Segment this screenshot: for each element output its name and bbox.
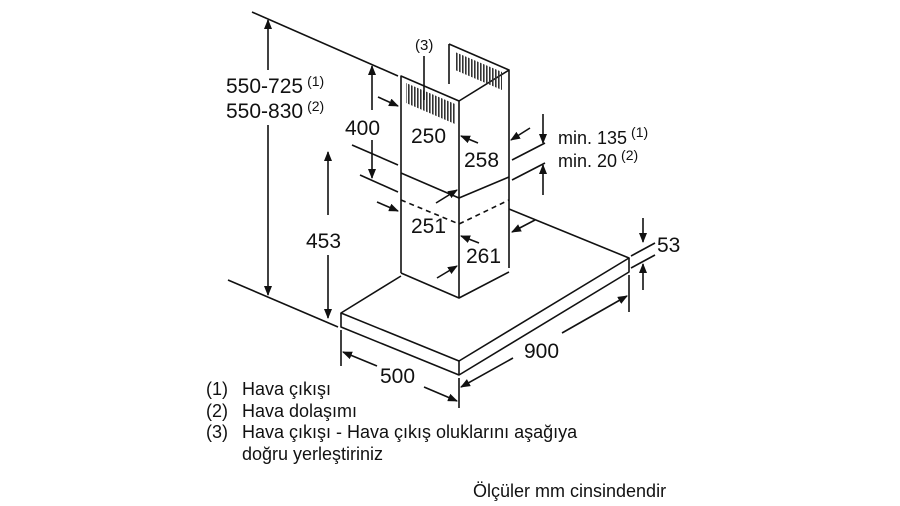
legend-item-3-cont: doğru yerleştiriniz — [242, 443, 384, 464]
canopy-width-label: 900 — [524, 340, 560, 363]
canopy — [340, 208, 630, 376]
lower-chimney-height-label: 453 — [306, 230, 342, 253]
lower-chimney-depth-label: 261 — [466, 245, 502, 268]
upper-chimney-height-label: 400 — [345, 117, 381, 140]
vent-callout-label: (3) — [415, 37, 434, 54]
units-note: Ölçüler mm cinsindendir — [473, 481, 667, 501]
min-gap-recirc-label: min. 20(2) — [558, 147, 639, 171]
canopy-thickness-label: 53 — [657, 234, 681, 257]
chimney-join-line — [400, 172, 510, 199]
legend-item-2: (2) Hava dolaşımı — [206, 400, 358, 421]
legend-item-1: (1) Hava çıkışı — [206, 379, 332, 399]
total-height-recirc-label: 550-830(2) — [226, 98, 325, 123]
lower-chimney-width-label: 251 — [411, 215, 447, 238]
overlap-dashed-line — [400, 199, 510, 225]
total-height-outlet-label: 550-725(1) — [226, 73, 325, 98]
legend: (1) Hava çıkışı (2) Hava dolaşımı (3) Ha… — [206, 379, 577, 465]
wall-base-line — [227, 279, 339, 328]
ceiling-line — [251, 11, 399, 77]
min-gap-outlet-label: min. 135(1) — [558, 124, 649, 148]
upper-chimney-width-label: 250 — [411, 125, 447, 148]
upper-chimney — [400, 43, 510, 297]
upper-chimney-depth-label: 258 — [464, 149, 500, 172]
canopy-depth-label: 500 — [380, 365, 416, 388]
legend-item-3: (3) Hava çıkışı - Hava çıkış oluklarını … — [206, 422, 578, 442]
